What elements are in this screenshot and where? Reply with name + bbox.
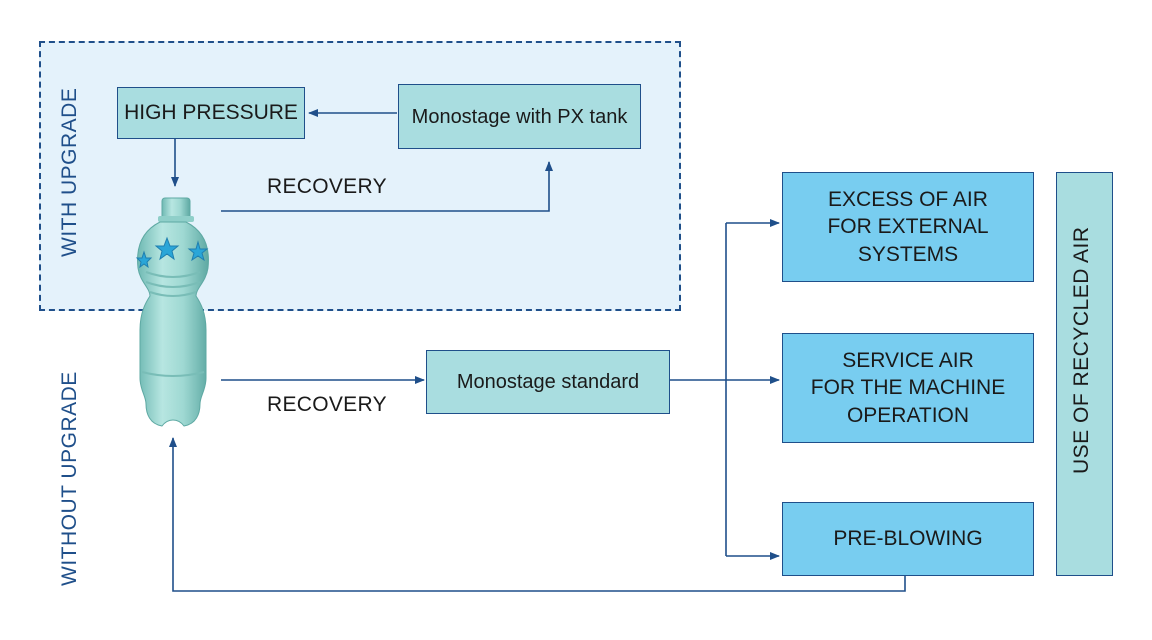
monostage-standard-label: Monostage standard (456, 371, 640, 393)
high-pressure-label: HIGH PRESSURE (124, 101, 298, 125)
recovery-standard-label: RECOVERY (267, 393, 387, 416)
use-of-recycled-air-label: USE OF RECYCLED AIR (1070, 226, 1093, 474)
recovery-upgrade-label: RECOVERY (267, 175, 387, 198)
use-of-recycled-air-panel (1056, 172, 1113, 576)
pre-blowing-box: PRE-BLOWING (782, 502, 1034, 576)
excess-air-box: EXCESS OF AIR FOR EXTERNAL SYSTEMS (782, 172, 1034, 282)
arrow-recovery-upgrade (221, 161, 553, 212)
bottle-icon (137, 197, 209, 427)
high-pressure-box: HIGH PRESSURE (117, 87, 305, 139)
monostage-px-box: Monostage with PX tank (398, 84, 641, 149)
arrow-pre-blowing-to-bottle (169, 437, 906, 592)
service-air-box: SERVICE AIR FOR THE MACHINE OPERATION (782, 333, 1034, 443)
service-air-label: SERVICE AIR FOR THE MACHINE OPERATION (810, 349, 1006, 427)
excess-air-label: EXCESS OF AIR FOR EXTERNAL SYSTEMS (827, 188, 989, 266)
star-icon (187, 240, 209, 262)
star-icon (135, 250, 153, 269)
pre-blowing-label: PRE-BLOWING (833, 527, 983, 551)
star-icons (135, 236, 209, 269)
star-icon (154, 236, 180, 261)
monostage-standard-box: Monostage standard (426, 350, 670, 414)
monostage-px-label: Monostage with PX tank (411, 105, 628, 128)
